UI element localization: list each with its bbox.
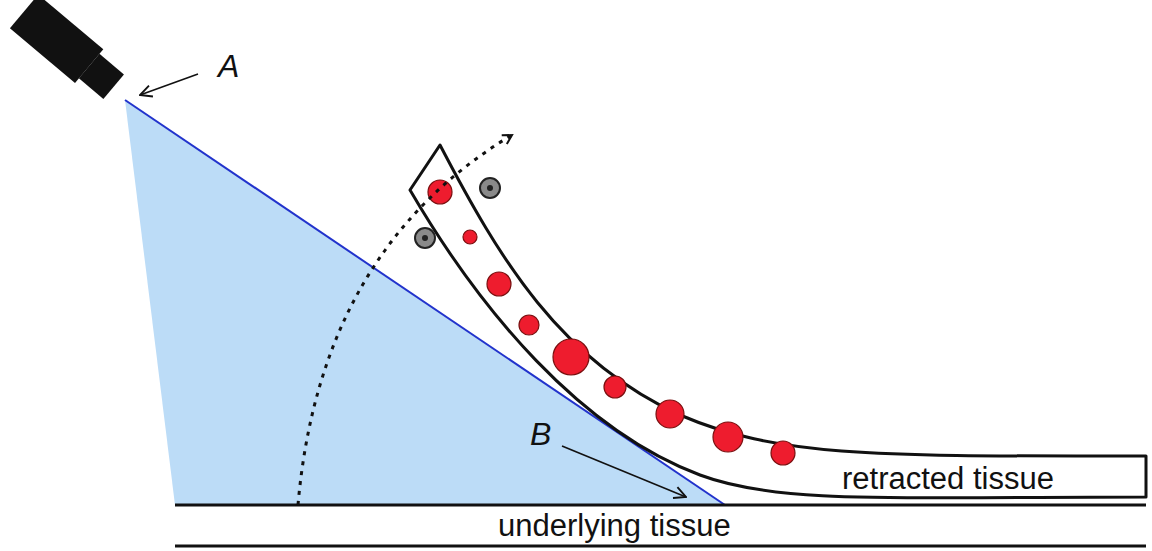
leader-line — [140, 74, 198, 95]
tissue-label: retracted tissue — [842, 463, 1054, 494]
tissue-line — [175, 504, 1146, 507]
camera-symbol — [10, 0, 128, 103]
callout-letter: B — [530, 418, 551, 450]
motion-arc — [298, 135, 512, 505]
roller — [415, 178, 500, 248]
vessels — [428, 180, 795, 465]
leader-line — [562, 446, 686, 497]
tissue-label: underlying tissue — [498, 510, 731, 541]
retracted-tissue — [410, 145, 1146, 498]
callout-letter: A — [218, 50, 239, 82]
tissue-line — [175, 545, 1146, 548]
